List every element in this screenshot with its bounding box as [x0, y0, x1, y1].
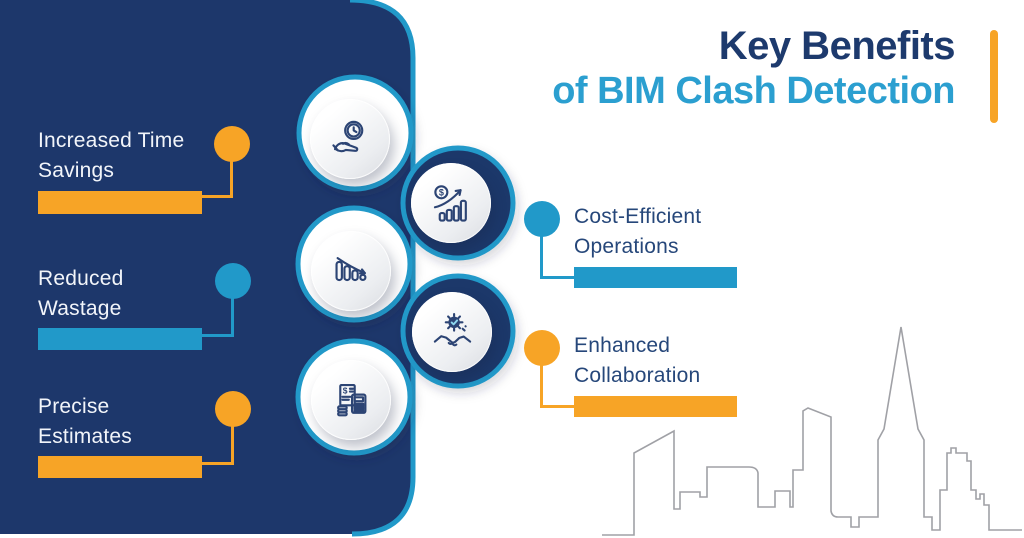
connector-vertical: [230, 144, 233, 198]
benefit-label: Enhanced Collaboration: [574, 331, 700, 391]
benefit-label-line2: Estimates: [38, 425, 132, 448]
benefit-label: Increased Time Savings: [38, 126, 184, 186]
connector-horizontal: [540, 405, 575, 408]
connector-horizontal: [540, 276, 575, 279]
benefit-label-line1: Increased Time: [38, 129, 185, 152]
connector-horizontal: [201, 195, 233, 198]
benefit-label-line2: Operations: [574, 235, 679, 258]
connector-vertical: [231, 409, 234, 465]
left-panel-edge-line: [349, 0, 416, 537]
benefit-bar: [574, 267, 737, 288]
benefit-bar: [38, 328, 202, 350]
icon-circle-cost-efficient: $: [411, 163, 491, 243]
benefit-label-line2: Savings: [38, 159, 115, 182]
svg-text:$: $: [438, 187, 443, 197]
benefit-bar: [38, 191, 202, 214]
connector-vertical: [231, 281, 234, 337]
city-skyline-outline: [602, 326, 1022, 536]
benefit-label-line1: Reduced: [38, 267, 124, 290]
benefit-label: Precise Estimates: [38, 392, 132, 452]
title-accent-bar: [990, 30, 998, 123]
benefit-label-line2: Wastage: [38, 297, 122, 320]
connector-vertical: [540, 348, 543, 408]
benefit-label-line1: Cost-Efficient: [574, 205, 702, 228]
gear-handshake-icon: [433, 312, 471, 346]
benefit-label: Cost-Efficient Operations: [574, 202, 701, 262]
benefit-label-line1: Enhanced: [574, 334, 671, 357]
connector-horizontal: [201, 462, 233, 465]
icon-circle-collaboration: [412, 292, 492, 372]
icon-circle-time-savings: [310, 99, 390, 179]
icon-circle-reduced-wastage: [311, 231, 391, 311]
invoice-calculator-icon: $: [336, 383, 366, 416]
clock-in-hand-icon: [331, 120, 363, 152]
connector-horizontal: [201, 334, 233, 337]
connector-vertical: [540, 219, 543, 279]
page-title-line2: of BIM Clash Detection: [552, 70, 955, 112]
svg-text:$: $: [342, 385, 347, 395]
declining-bars-icon: [334, 256, 366, 281]
benefit-bar: [574, 396, 737, 417]
benefit-bar: [38, 456, 202, 478]
benefit-label: Reduced Wastage: [38, 264, 123, 324]
page-title: Key Benefits of BIM Clash Detection: [552, 24, 955, 114]
benefit-label-line1: Precise: [38, 395, 110, 418]
icon-circle-precise-estimates: $: [311, 360, 391, 440]
page-title-line1: Key Benefits: [718, 24, 956, 68]
coin-growth-chart-icon: $: [433, 184, 467, 222]
benefit-label-line2: Collaboration: [574, 364, 701, 387]
